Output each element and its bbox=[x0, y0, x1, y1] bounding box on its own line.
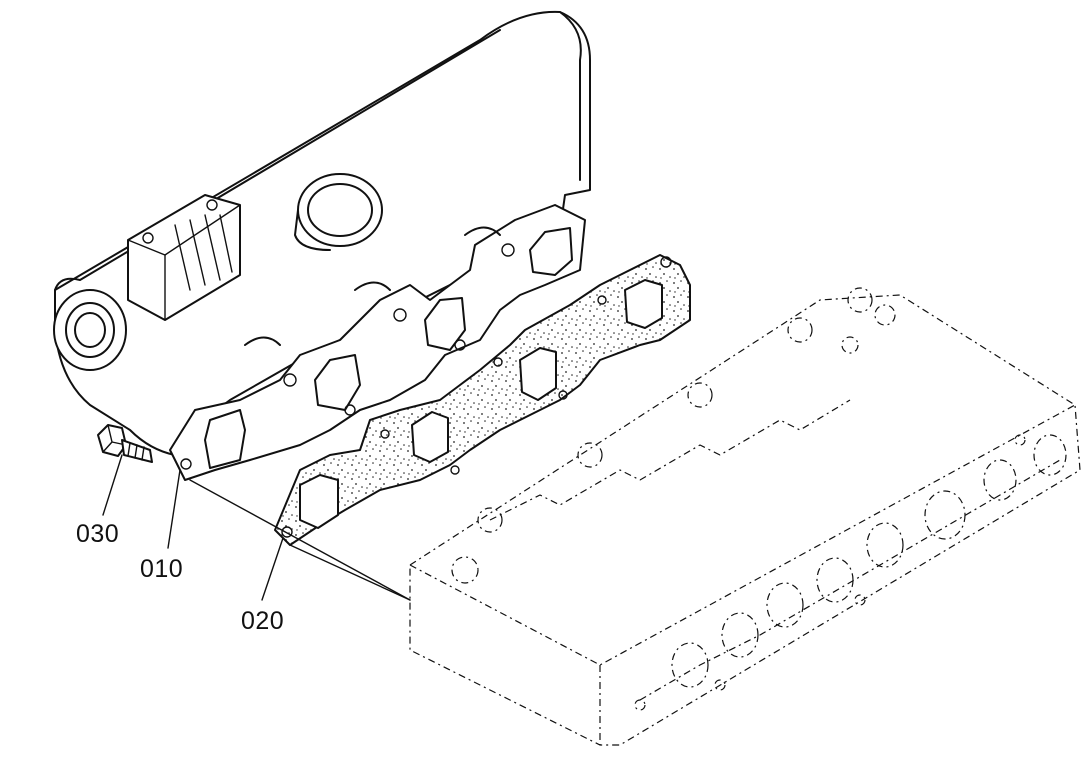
callout-030: 030 bbox=[76, 520, 119, 548]
callout-020: 020 bbox=[241, 607, 284, 635]
leader-lines bbox=[102, 454, 411, 601]
bolt bbox=[97, 424, 153, 463]
exhaust-manifold bbox=[53, 10, 591, 481]
exhaust-gasket bbox=[274, 254, 691, 546]
cylinder-head bbox=[409, 287, 1081, 746]
callout-010: 010 bbox=[140, 555, 183, 583]
